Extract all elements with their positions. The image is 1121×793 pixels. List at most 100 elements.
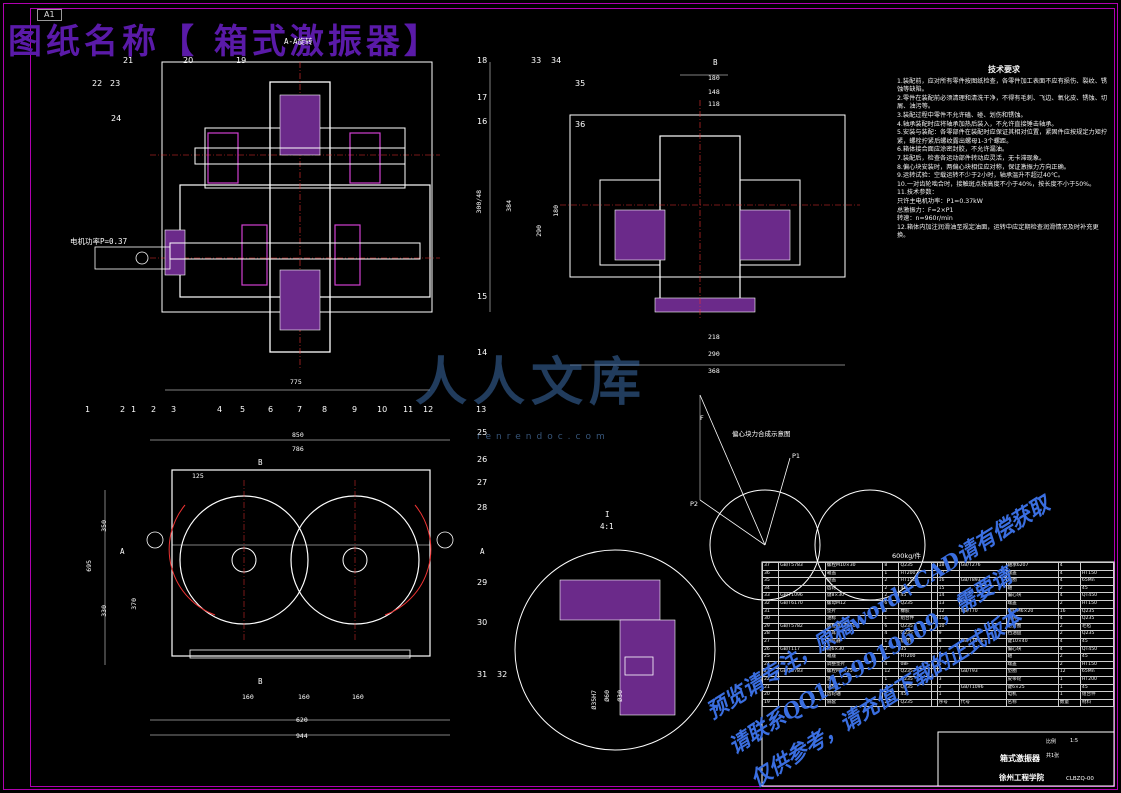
bom-cell: GB/T1096 [778,592,826,601]
detail-scale-label: 4:1 [600,522,614,531]
part-number: 24 [111,114,122,123]
bom-cell: 30 [761,615,780,624]
inner-border [30,8,1115,787]
bom-cell: 4 [1057,577,1081,586]
bom-cell: 32 [761,599,780,609]
bom-cell: 2 [936,683,960,693]
bom-cell: 4 [1057,615,1081,624]
bom-cell: 组合件 [1079,691,1115,700]
drawing-title-banner: 图纸名称【 箱式激振器】 [8,22,442,62]
dim-text: Ø35H7 [590,690,598,710]
part-number: 18 [477,56,488,65]
bom-cell: GB/T1096 [958,683,1007,693]
bom-cell: 2 [1057,584,1081,594]
bom-cell: 2 [1057,653,1081,662]
part-number: 21 [123,56,134,65]
technical-requirement-item: 5.安装与装配：各零部件在装配时应保证其相对位置，紧固件应按规定力矩拧紧，螺栓拧… [897,129,1108,145]
bom-cell: 偏心块 [1005,592,1059,601]
technical-requirement-item: 转速：n=960r/min [897,215,953,223]
part-number: 16 [477,117,488,126]
dim-text: 620 [296,716,308,724]
bom-cell: 1 [936,691,960,700]
bom-cell: 4 [1057,637,1081,647]
bom-cell: HT150 [1079,599,1115,609]
bom-cell: HT150 [1079,660,1115,670]
bom-cell [778,569,826,579]
bom-cell: 28 [761,630,780,639]
bom-cell: 65Mn [1079,668,1115,677]
bom-cell [958,675,1007,685]
bom-cell: 45 [1079,683,1115,693]
bom-cell: 轴 [1005,653,1059,662]
bom-cell: 键10×40 [1005,637,1059,647]
dim-text: 330 [100,605,108,617]
title-block-code: CLBZQ-00 [1066,776,1094,782]
motor-note: 电机功率P=0.37 [70,237,128,246]
bom-cell: 名称 [1005,698,1059,708]
bom-cell: 34 [761,584,780,594]
part-number: 9 [352,405,358,414]
bom-cell: 端盖 [1005,660,1059,670]
part-number: 6 [268,405,274,414]
part-number: 34 [551,56,562,65]
technical-requirement-item: 1.装配前，应对所有零件按图纸检查，各零件加工表面不应有损伤、裂纹、锈蚀等缺陷。 [897,77,1108,94]
detail-i-view [514,549,716,751]
bom-cell: 27 [761,637,780,647]
technical-requirement-item: 2.零件在装配前必须清理和清洗干净，不得有毛刺、飞边、氧化皮、锈蚀、切屑、油污等… [897,94,1108,111]
dim-text: 775 [290,378,302,386]
dim-text: 290 [535,225,543,237]
technical-requirement-item: 4.轴承装配时应将轴承加热后装入，不允许直接锤击轴承。 [897,120,1058,128]
part-number: 13 [476,405,487,414]
technical-requirement-item: 6.箱体接合面应涂密封胶，不允许漏油。 [897,146,1009,154]
dim-text: 148 [708,88,720,96]
bom-cell: 1 [1057,675,1081,685]
force-diagram-title: 偏心块力合成示意图 [732,430,791,438]
force-label-mass: 600kg/件 [892,552,921,560]
bom-cell [931,698,938,708]
bom-cell: 16 [1057,607,1081,617]
bom-cell: 29 [761,622,780,632]
part-number: 2 [120,405,126,414]
bom-cell: 8 [882,562,900,571]
part-number: 11 [403,405,414,414]
bom-cell [778,577,826,586]
dim-text: 218 [708,333,720,341]
bom-cell: 65Mn [1079,577,1115,586]
watermark-logo: 人人文库 [415,340,647,415]
part-number: 4 [217,405,223,414]
technical-requirement-item: 3.装配过程中零件不允许磕、碰、划伤和锈蚀。 [897,111,1027,119]
detail-i-label: I [605,510,610,519]
bom-cell: 37 [761,562,780,571]
part-number: 29 [477,578,488,587]
dim-text: 850 [292,431,304,439]
section-mark-a-right: A [480,547,485,556]
section-mark-a-left: A [120,547,125,556]
bom-cell: 4 [1057,645,1081,655]
bom-cell [778,607,826,617]
bom-cell: 35 [761,577,780,586]
technical-requirements: 技术要求 1.装配前，应对所有零件按图纸检查，各零件加工表面不应有损伤、裂纹、锈… [897,65,1111,241]
bom-cell: 45 [1079,653,1115,662]
technical-requirement-item: 8.偏心块安装时，两偏心块相位应对称，保证激振力方向正确。 [897,163,1070,171]
section-mark-b-bottom: B [258,677,263,686]
dim-text: Ø60 [603,690,611,702]
part-number: 36 [575,120,586,129]
dim-text: 300/48 [475,190,483,214]
dim-text: 786 [292,445,304,453]
bom-cell: 2 [882,698,900,708]
bom-cell: 31 [761,607,780,617]
bom-cell: 材料 [1079,698,1115,708]
watermark-url: renrendoc.com [477,432,610,442]
part-number: 31 [477,670,488,679]
force-label-p1: P1 [792,452,801,460]
sheet-size-tag: A1 [37,9,62,21]
force-label-p2: P2 [690,500,699,508]
bom-cell [958,691,1007,700]
